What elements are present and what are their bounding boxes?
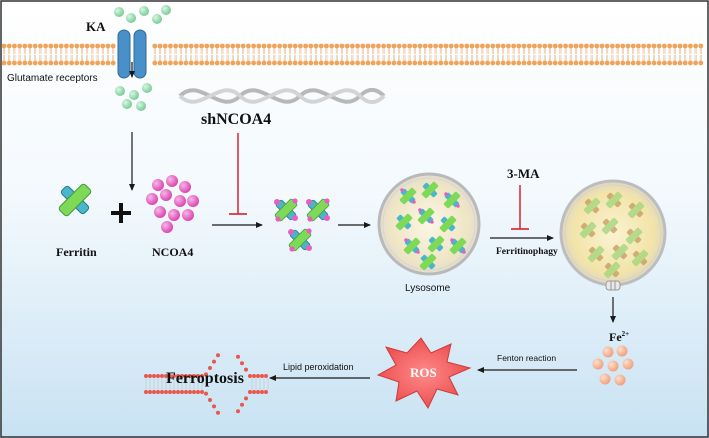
ka-label: KA [86, 19, 106, 34]
iron-ions-icon [592, 345, 634, 386]
lysosome-icon [377, 172, 481, 276]
fe-charge: 2+ [621, 330, 630, 338]
ferritinophagy-label: Ferritinophagy [496, 247, 558, 257]
ros-label: ROS [410, 365, 437, 380]
ncoa4-label: NCOA4 [152, 245, 194, 259]
fe-base: Fe [609, 330, 622, 344]
autolysosome-icon [559, 179, 667, 291]
lipid-peroxidation-label: Lipid peroxidation [283, 362, 354, 372]
glutamate-receptors-label: Glutamate receptors [7, 73, 98, 84]
plus-sign [111, 203, 131, 223]
3ma-label: 3-MA [507, 166, 540, 181]
dna-helix-icon [178, 88, 386, 104]
shncoa4-inhibition [229, 133, 247, 215]
iron-channel-icon [605, 280, 621, 291]
lysosome-label: Lysosome [405, 283, 451, 294]
ferroptosis-label: Ferroptosis [166, 370, 244, 387]
ncoa4-cluster-icon [146, 175, 199, 233]
glutamate-molecules-outside [114, 5, 171, 24]
ruptured-membrane-icon [144, 353, 269, 415]
ros-burst-icon [376, 337, 472, 410]
fe2-label: Fe2+ [609, 330, 629, 345]
ferritin-label: Ferritin [56, 245, 97, 259]
cell-membrane [1, 43, 704, 66]
shncoa4-label: shNCOA4 [201, 111, 272, 128]
glutamate-molecules-inside [115, 83, 152, 111]
ion-channel-icon [117, 29, 147, 79]
fenton-reaction-label: Fenton reaction [497, 353, 557, 363]
3ma-inhibition [511, 185, 529, 230]
